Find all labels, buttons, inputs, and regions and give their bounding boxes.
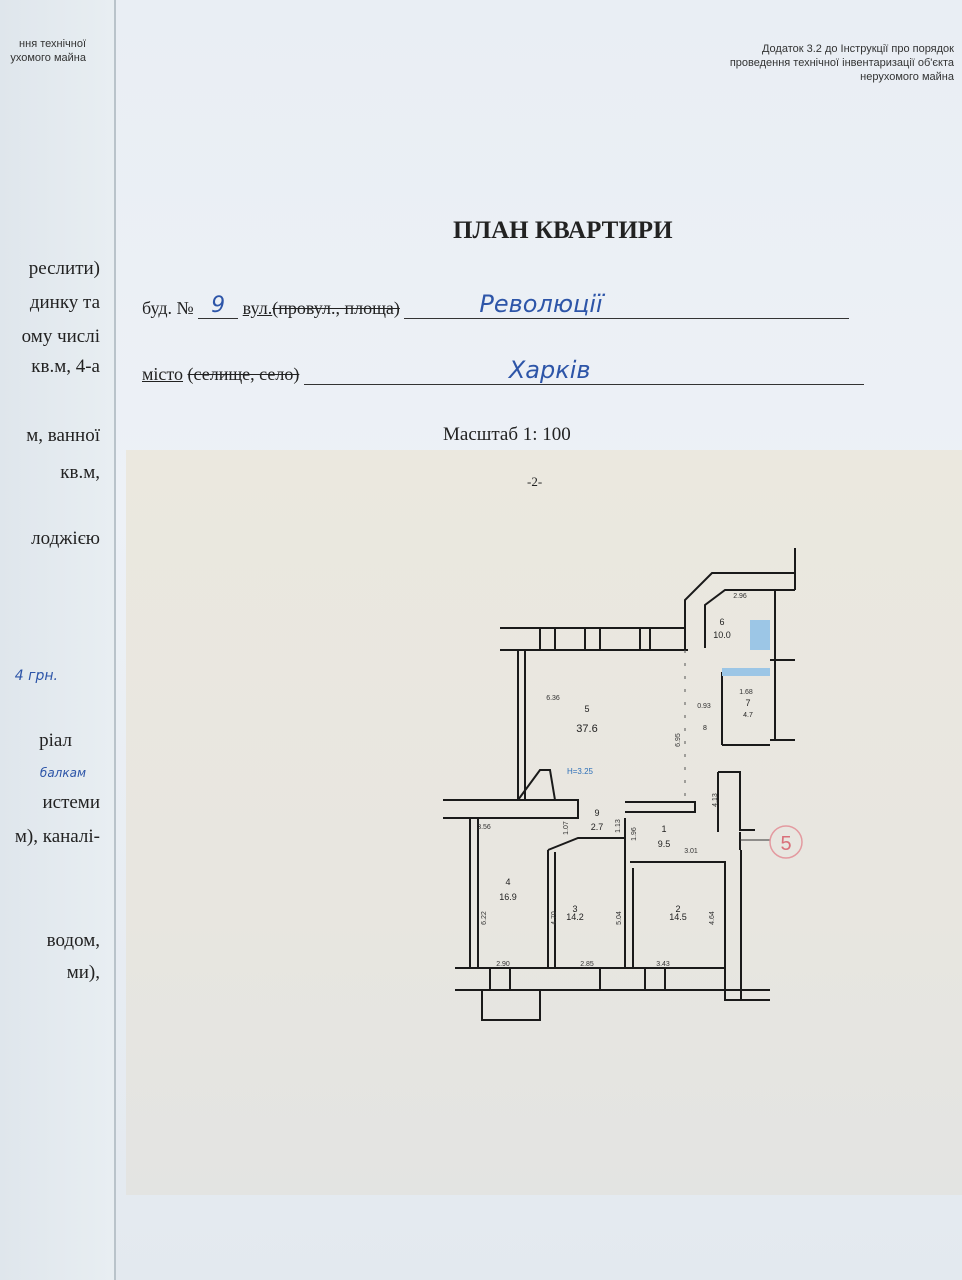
room-no: 6 — [719, 617, 724, 627]
room-area: 2.7 — [591, 822, 604, 832]
wall-top — [500, 572, 795, 651]
left-line: лоджією — [31, 528, 100, 549]
appendix-note: Додаток 3.2 до Інструкції про порядок пр… — [730, 42, 954, 84]
dimension: 0.93 — [697, 703, 711, 710]
dimension: 1.07 — [563, 821, 570, 835]
street-struck: (провул., площа) — [272, 298, 400, 318]
window — [489, 628, 666, 990]
city-label: місто — [142, 364, 184, 384]
red-stamp-circle — [769, 825, 803, 859]
dimension: 3.01 — [684, 848, 698, 855]
wall-room3 — [547, 837, 625, 968]
room-no: 8 — [703, 725, 707, 732]
dimension: 6.22 — [481, 911, 488, 925]
room-no: 3 — [572, 904, 577, 914]
wall-middle — [443, 799, 696, 819]
address-city-row: місто (селище, село) Харків — [142, 356, 864, 385]
city-value: Харків — [303, 356, 864, 385]
page-number: -2- — [527, 474, 543, 489]
wall-room2 — [624, 818, 726, 968]
dimension: 4.70 — [551, 911, 558, 925]
wall-left — [469, 818, 479, 968]
bath-fixture — [750, 620, 770, 650]
left-line: м, ванної — [26, 425, 100, 446]
room-area: 16.9 — [499, 892, 517, 902]
dimension: 1.96 — [631, 827, 638, 841]
left-header-1: ння технічної — [19, 38, 86, 50]
left-line: водом, — [46, 930, 100, 951]
left-line: м), каналі- — [14, 826, 100, 847]
left-line: реслити) — [28, 258, 100, 279]
room-area: 9.5 — [658, 839, 671, 849]
ceiling-height: H=3.25 — [567, 767, 594, 776]
dimension: 2.85 — [580, 961, 594, 968]
left-header-2: ухомого майна — [10, 52, 86, 64]
page-title: ПЛАН КВАРТИРИ — [453, 217, 673, 244]
dimension: 2.90 — [496, 961, 510, 968]
room-no: 4 — [505, 877, 510, 887]
dimension: 4.13 — [712, 793, 719, 807]
dimension: 2.96 — [733, 593, 747, 600]
left-line: истеми — [42, 792, 100, 813]
room-area: 4.7 — [743, 712, 753, 719]
room-area: 10.0 — [713, 630, 731, 640]
dimension: 3.56 — [477, 824, 491, 831]
room-area: 14.5 — [669, 912, 687, 922]
wall-right-mid — [717, 672, 770, 850]
bathtub — [722, 668, 770, 676]
wall-living-left — [517, 650, 556, 801]
dimension: 3.43 — [656, 961, 670, 968]
left-line: кв.м, 4-а — [31, 356, 100, 377]
city-struck: (селище, село) — [187, 364, 300, 384]
dimension: 6.36 — [546, 695, 560, 702]
wall-top-right — [770, 548, 796, 741]
left-line: ому числі — [21, 326, 100, 347]
appendix-line: нерухомого майна — [860, 71, 954, 83]
dimension: 1.68 — [739, 689, 753, 696]
room-no: 1 — [661, 824, 666, 834]
left-handwriting: 4 грн. — [14, 668, 58, 684]
wall-bottom — [455, 850, 770, 1021]
building-number: 9 — [198, 293, 239, 319]
building-label: буд. № — [142, 298, 194, 318]
dimension: 5.04 — [616, 911, 623, 925]
left-line: динку та — [29, 292, 100, 313]
room-no: 7 — [745, 698, 750, 708]
appendix-line: Додаток 3.2 до Інструкції про порядок — [761, 43, 954, 55]
appendix-line: проведення технічної інвентаризації об'є… — [729, 57, 954, 69]
left-sheet: ння технічної ухомого майна реслити) дин… — [0, 0, 116, 1280]
room-no: 9 — [594, 808, 599, 818]
dimension: 4.64 — [709, 911, 716, 925]
street-value: Революції — [404, 290, 850, 319]
floor-plan-copy — [126, 450, 962, 1195]
address-building-row: буд. № 9 вул.(провул., площа) Революції — [142, 290, 850, 319]
red-stamp-number: 5 — [780, 833, 791, 855]
room-no: 2 — [675, 904, 680, 914]
dimension: 6.95 — [675, 733, 682, 747]
left-line: кв.м, — [60, 462, 100, 483]
dimension: 1.13 — [615, 819, 622, 833]
room-area: 14.2 — [566, 912, 584, 922]
left-handwriting: балкам — [39, 766, 86, 780]
left-line: ми), — [66, 962, 100, 983]
room-area: 37.6 — [576, 723, 597, 735]
street-label: вул. — [242, 298, 273, 318]
room-no: 5 — [584, 704, 589, 714]
scale-label: Масштаб 1: 100 — [443, 424, 571, 445]
left-line: ріал — [39, 730, 72, 751]
